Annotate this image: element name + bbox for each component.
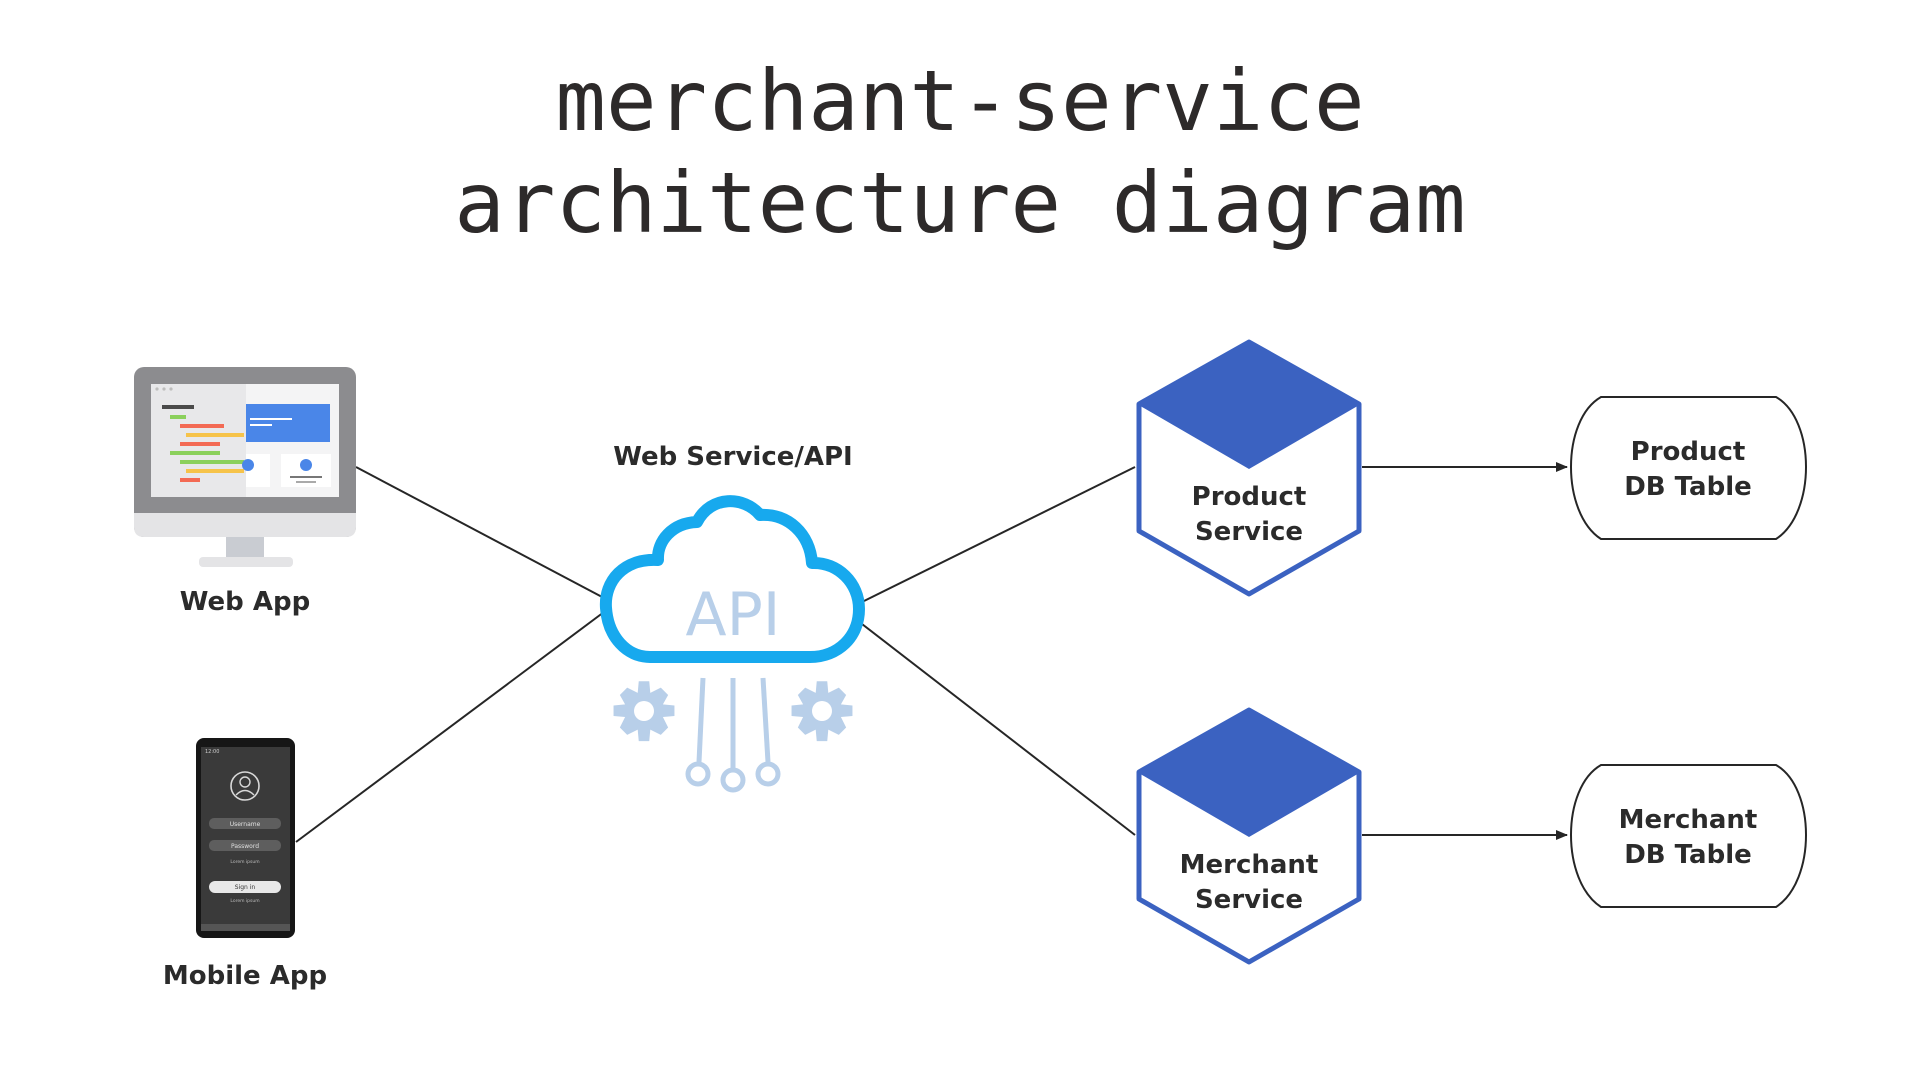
phone-lorem-text-2: Lorem ipsum: [230, 898, 259, 904]
merchant-service-node: Merchant Service: [1136, 707, 1362, 965]
web-app-label: Web App: [180, 587, 310, 617]
merchant-db-label-line2: DB Table: [1624, 840, 1752, 870]
product-service-node: Product Service: [1136, 339, 1362, 597]
phone-sign-in-button: Sign in: [235, 884, 256, 891]
phone-status-time: 12:00: [205, 749, 219, 755]
phone-username-field: Username: [230, 821, 261, 828]
circuit-lines-icon: [685, 677, 781, 793]
connector-api-product-service: [861, 466, 1136, 603]
phone-password-field: Password: [231, 843, 259, 850]
product-db-node: Product DB Table: [1570, 396, 1807, 540]
merchant-db-label-line1: Merchant: [1619, 805, 1758, 835]
mobile-app-label: Mobile App: [163, 961, 327, 991]
desktop-monitor-icon: [134, 367, 356, 567]
phone-lorem-text-1: Lorem ipsum: [230, 859, 259, 865]
merchant-service-label-line1: Merchant: [1180, 850, 1319, 880]
diagram-title-line1: merchant-service: [555, 52, 1364, 150]
api-label: Web Service/API: [613, 442, 852, 472]
product-service-label-line1: Product: [1192, 482, 1307, 512]
product-service-label-line2: Service: [1195, 517, 1303, 547]
cloud-api-icon: API: [599, 495, 865, 793]
api-icon-text: API: [686, 580, 781, 650]
smartphone-icon: 12:00 Username Password Lorem ipsum Sign…: [196, 738, 295, 938]
merchant-db-node: Merchant DB Table: [1570, 764, 1807, 908]
product-db-label-line1: Product: [1631, 437, 1746, 467]
diagram-title-line2: architecture diagram: [454, 154, 1465, 252]
connector-mobile-api: [295, 611, 605, 843]
gear-icon: [613, 681, 675, 742]
connectors: [295, 462, 1568, 843]
gear-icon: [791, 681, 853, 742]
connector-api-merchant-service: [861, 623, 1136, 836]
connector-webapp-api: [355, 466, 605, 599]
product-db-label-line2: DB Table: [1624, 472, 1752, 502]
merchant-service-label-line2: Service: [1195, 885, 1303, 915]
